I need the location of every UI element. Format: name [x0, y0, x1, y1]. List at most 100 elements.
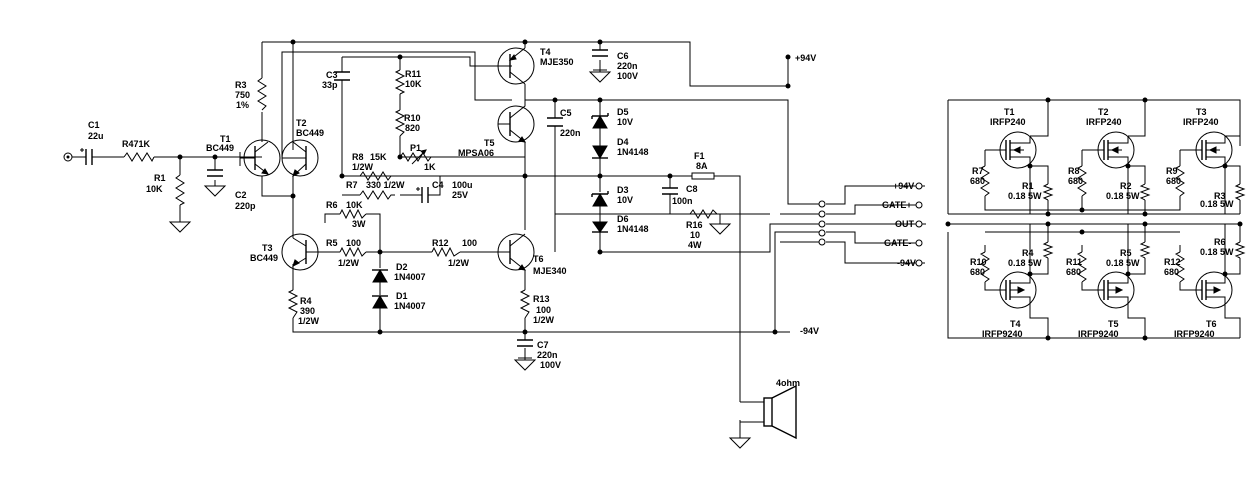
- label-r6: R6: [326, 200, 338, 210]
- terminal-icon: [915, 182, 923, 190]
- label-r12-watt: 1/2W: [448, 258, 470, 268]
- label-r4: R4: [300, 296, 312, 306]
- label-d4: D4: [617, 137, 629, 147]
- label-d5: D5: [617, 107, 629, 117]
- label-r4-watt: 1/2W: [298, 316, 320, 326]
- terminal-icon: [915, 259, 923, 267]
- resistor-r16: [689, 209, 718, 219]
- label-out-t3-type: IRFP240: [1183, 117, 1219, 127]
- mosfet-out-t4: [999, 271, 1037, 309]
- label-out-r12: R12: [1164, 257, 1181, 267]
- mosfet-out-t6: [1195, 271, 1233, 309]
- resistor-out-r10: [979, 251, 990, 283]
- transistor-t4: [497, 47, 535, 85]
- label-out-r3: R3: [1214, 191, 1226, 201]
- label-r5: R5: [326, 238, 338, 248]
- resistor-out-r9: [1174, 165, 1185, 197]
- label-c5-value: 220n: [560, 128, 581, 138]
- label-d2: D2: [396, 262, 408, 272]
- mosfet-out-t3: [1195, 131, 1233, 169]
- resistor-p1: [399, 152, 432, 162]
- diodes: [372, 113, 609, 309]
- label-d6-value: 1N4148: [617, 224, 649, 234]
- label-r1-value: 10K: [146, 184, 163, 194]
- label-r13: R13: [533, 294, 550, 304]
- label-r5-value: 100: [346, 238, 361, 248]
- label-t4-type: MJE350: [540, 57, 574, 67]
- terminal-icon: [915, 239, 923, 247]
- label-c2: C2: [235, 190, 247, 200]
- terminal-icon: [818, 229, 826, 237]
- label-out-r9-value: 680: [1166, 176, 1181, 186]
- label-plus94: +94V: [795, 53, 816, 63]
- label-c6-value: 220n: [617, 61, 638, 71]
- label-c4-voltage: 25V: [452, 190, 468, 200]
- capacitor-c5: [547, 117, 563, 127]
- resistor-r7: [359, 190, 395, 200]
- label-c7-voltage: 100V: [540, 360, 561, 370]
- label-out-r12-value: 680: [1164, 267, 1179, 277]
- speaker-icon: [763, 384, 797, 440]
- label-out-r10: R10: [970, 257, 987, 267]
- resistor-r3: [257, 77, 267, 111]
- junction-dots: [177, 39, 1243, 341]
- resistor-r13: [519, 289, 531, 319]
- label-speaker: 4ohm: [776, 378, 800, 388]
- resistor-out-r12: [1174, 251, 1185, 283]
- label-out-r3-value: 0.18 5W: [1200, 199, 1234, 209]
- label-out-r6-value: 0.18 5W: [1200, 247, 1234, 257]
- label-r7: R7: [346, 180, 358, 190]
- label-t6: T6: [533, 254, 544, 264]
- capacitor-c2: [207, 169, 223, 177]
- ground-icon: [168, 221, 192, 233]
- label-t5-type: MPSA06: [458, 148, 494, 158]
- grounds: [168, 69, 752, 449]
- resistor-out-r6: [1234, 241, 1246, 259]
- resistor-out-r5: [1139, 241, 1151, 259]
- label-c7-value: 220n: [537, 350, 558, 360]
- terminal-icon: [818, 220, 826, 228]
- label-out-r1: R1: [1022, 181, 1034, 191]
- label-out-r11-value: 680: [1066, 267, 1081, 277]
- capacitor-c8: [662, 187, 678, 195]
- label-c2-value: 220p: [235, 201, 256, 211]
- label-out-r4-value: 0.18 5W: [1008, 258, 1042, 268]
- zener-d3: [591, 191, 609, 207]
- label-r16-value: 10: [690, 230, 700, 240]
- ground-icon: [203, 185, 227, 197]
- label-out-r10-value: 680: [970, 267, 985, 277]
- label-c4-value: 100u: [452, 180, 473, 190]
- ground-icon: [588, 69, 612, 83]
- diode-d6: [592, 221, 608, 233]
- resistor-out-r2: [1139, 183, 1151, 201]
- fuse-f1: [691, 172, 715, 180]
- label-minus94: -94V: [800, 326, 819, 336]
- capacitor-c3: [334, 71, 350, 81]
- label-t4: T4: [540, 47, 551, 57]
- label-t3-type: BC449: [250, 253, 278, 263]
- diode-d1: [372, 295, 388, 309]
- driver-transistors: [240, 47, 535, 271]
- label-d1-value: 1N4007: [394, 301, 426, 311]
- label-t2: T2: [296, 118, 307, 128]
- label-out-r2-value: 0.18 5W: [1106, 191, 1140, 201]
- label-r5-watt: 1/2W: [338, 258, 360, 268]
- resistor-r8: [359, 171, 392, 181]
- label-r8-watt: 1/2W: [352, 162, 374, 172]
- label-d5-value: 10V: [617, 117, 633, 127]
- label-c5: C5: [560, 108, 572, 118]
- zener-d5: [591, 113, 609, 129]
- label-t3: T3: [262, 243, 273, 253]
- label-d3-value: 10V: [617, 195, 633, 205]
- label-out-r7: R7: [972, 166, 984, 176]
- label-r10: R10: [404, 113, 421, 123]
- ground-icon: [513, 357, 537, 371]
- label-r12: R12: [432, 238, 449, 248]
- label-d3: D3: [617, 185, 629, 195]
- resistor-r5: [339, 246, 367, 258]
- label-p1-value: 1K: [424, 162, 436, 172]
- capacitors: [80, 49, 678, 347]
- label-c6: C6: [617, 51, 629, 61]
- resistor-r1: [175, 174, 186, 206]
- label-r8-value: 15K: [370, 152, 387, 162]
